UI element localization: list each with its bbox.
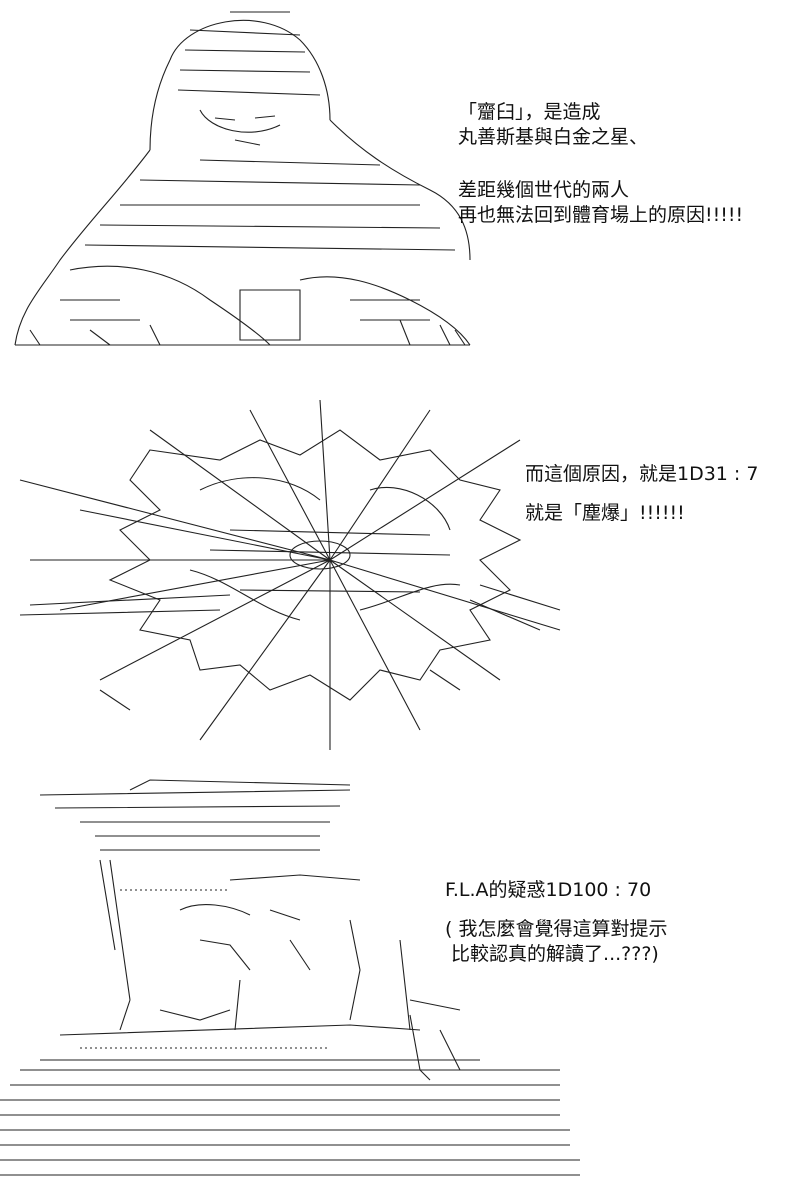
caption-line: 而這個原因，就是1D31 : 7 <box>525 463 759 485</box>
caption-line: 差距幾個世代的兩人 <box>458 179 630 201</box>
crowned-figure-art <box>14 11 471 346</box>
caption-line: 「齏臼」，是造成 <box>458 101 601 123</box>
panel-3: F.L.A的疑惑1D100 : 70 ( 我怎麼會覺得這算對提示 比較認真的解讀… <box>0 770 800 1200</box>
caption-line: 丸善斯基與白金之星、 <box>458 126 649 148</box>
caption-2: 而這個原因，就是1D31 : 7 就是「塵爆」!!!!!! <box>525 462 758 526</box>
explosion-art <box>19 399 561 750</box>
caption-line: ( 我怎麼會覺得這算對提示 <box>445 918 668 940</box>
caption-1b: 差距幾個世代的兩人 再也無法回到體育場上的原因!!!!! <box>458 178 743 228</box>
panel-1: 「齏臼」，是造成 丸善斯基與白金之星、 差距幾個世代的兩人 再也無法回到體育場上… <box>0 0 800 370</box>
caption-line: F.L.A的疑惑1D100 : 70 <box>445 879 652 901</box>
caption-1a: 「齏臼」，是造成 丸善斯基與白金之星、 <box>458 100 648 150</box>
caption-line: 再也無法回到體育場上的原因!!!!! <box>458 204 744 226</box>
caption-line: 比較認真的解讀了...???) <box>445 943 659 965</box>
panel-2: 而這個原因，就是1D31 : 7 就是「塵爆」!!!!!! <box>0 370 800 770</box>
caption-line: 就是「塵爆」!!!!!! <box>525 502 685 524</box>
desk-figure-art <box>0 779 580 1176</box>
caption-3: F.L.A的疑惑1D100 : 70 ( 我怎麼會覺得這算對提示 比較認真的解讀… <box>445 878 667 967</box>
